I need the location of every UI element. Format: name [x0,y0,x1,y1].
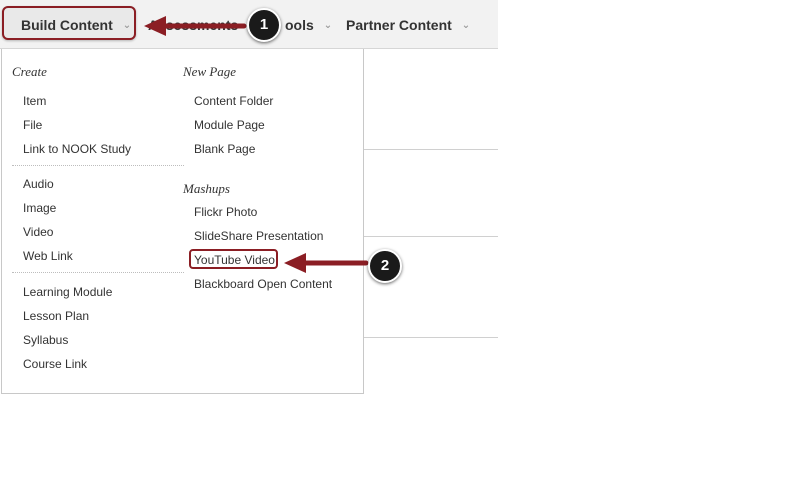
menu-separator [12,165,184,166]
content-divider [364,149,498,150]
build-content-label: Build Content [21,17,113,33]
menu-item-link-to-nook-study[interactable]: Link to NOOK Study [23,142,132,156]
menu-item-video[interactable]: Video [23,225,54,239]
menu-item-item[interactable]: Item [23,94,47,108]
mashups-heading: Mashups [183,181,230,196]
arrow-left-icon [144,16,247,36]
menu-item-slideshare-presentation[interactable]: SlideShare Presentation [194,229,324,243]
build-content-menu: Create Item File Link to NOOK Study Audi… [1,49,364,394]
tools-label: ools [285,17,314,33]
tools-button[interactable]: ools ⌄ [285,12,332,38]
new-page-heading: New Page [183,64,237,79]
chevron-down-icon: ⌄ [122,20,132,32]
partner-content-button[interactable]: Partner Content ⌄ [346,12,470,38]
menu-item-youtube-video[interactable]: YouTube Video [194,253,275,267]
menu-item-flickr-photo[interactable]: Flickr Photo [194,205,258,219]
menu-item-image[interactable]: Image [23,201,57,215]
menu-item-module-page[interactable]: Module Page [194,118,265,132]
menu-item-blank-page[interactable]: Blank Page [194,142,256,156]
partner-content-label: Partner Content [346,17,452,33]
content-divider [364,337,498,338]
menu-item-learning-module[interactable]: Learning Module [23,285,113,299]
menu-item-course-link[interactable]: Course Link [23,357,88,371]
create-heading: Create [12,64,47,79]
menu-item-file[interactable]: File [23,118,43,132]
menu-item-syllabus[interactable]: Syllabus [23,333,69,347]
menu-item-audio[interactable]: Audio [23,177,54,191]
step-2-badge: 2 [368,249,402,283]
chevron-down-icon: ⌄ [323,20,333,32]
menu-item-blackboard-open-content[interactable]: Blackboard Open Content [194,277,333,291]
menu-item-lesson-plan[interactable]: Lesson Plan [23,309,90,323]
chevron-down-icon: ⌄ [461,20,471,32]
step-1-badge: 1 [247,8,281,42]
youtube-video-highlight [189,249,278,269]
menu-item-web-link[interactable]: Web Link [23,249,73,263]
content-toolbar: Build Content⌄ Assessments ools⌄ Partner… [0,0,498,49]
arrow-left-icon [284,253,369,273]
content-divider [364,236,498,237]
menu-item-content-folder[interactable]: Content Folder [194,94,274,108]
menu-separator [12,272,184,273]
build-content-button[interactable]: Build Content ⌄ [2,6,136,40]
